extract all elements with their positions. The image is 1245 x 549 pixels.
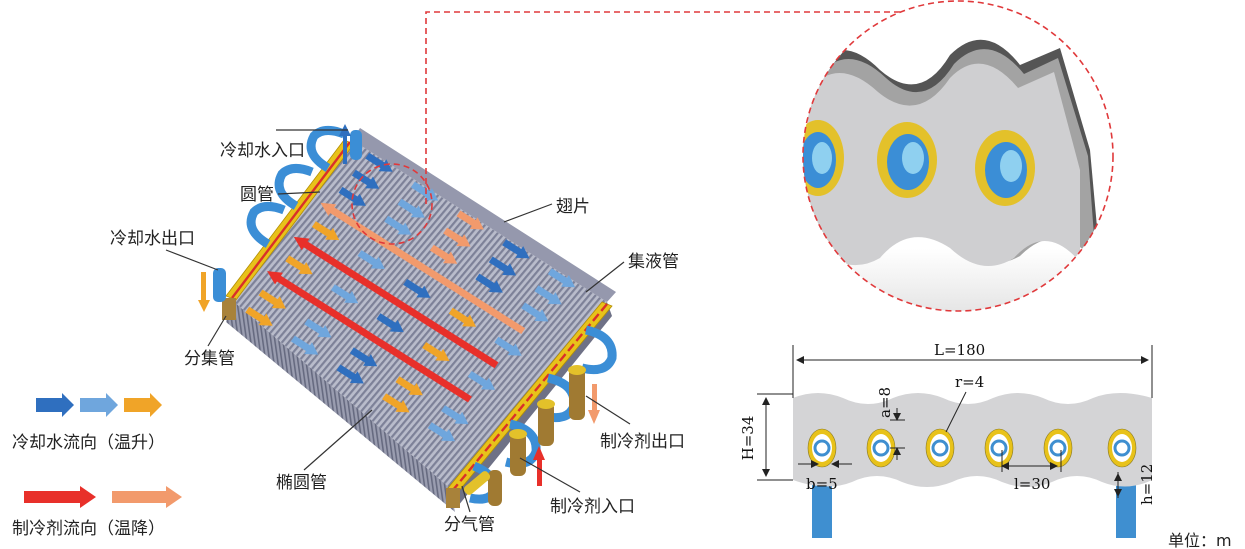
tube-section [813,439,831,457]
label-round-tube: 圆管 [240,185,274,205]
label-manifold: 分集管 [184,349,235,369]
flow-arrow [534,285,562,305]
flow-arrow [357,250,385,269]
callouts: 冷却水入口 圆管 翅片 冷却水出口 集液管 分集管 制冷剂出口 椭圆管 制冷剂入… [110,129,685,535]
wavy-fin-plate [793,393,1152,487]
dimension-drawing: L=180 H=34 r=4 a=8 b=5 l=30 h=12 单位：m [739,341,1232,549]
legend: 冷却水流向（温升） 制冷剂流向（温降） [12,393,182,539]
tube-hole-gap [989,434,1009,462]
dim-H: H=34 [739,416,757,461]
zoom-tube-right [975,130,1035,206]
fin-top-edge [352,128,616,302]
refrigerant-outlet-arrow [588,384,600,424]
flow-arrow [427,422,456,442]
cooling-water-outlet-pipe [198,268,226,312]
flow-arrow [494,336,522,356]
tube-section [1113,439,1131,457]
zoom-detail [802,0,1114,312]
label-liquid-header: 集液管 [628,252,679,272]
heat-exchanger-assembly [198,124,617,512]
flow-arrow [311,221,340,241]
flow-arrow [285,255,313,275]
refrigerant-inlet-arrow [533,446,545,486]
flow-arrow [376,313,404,333]
gas-distributor-pipe [463,471,491,495]
flow-arrow [521,302,549,322]
flow-arrow [320,202,526,334]
arrow-right-icon [36,393,74,417]
flow-arrow [351,169,380,189]
tube-holes-row [807,428,1137,468]
zoom-connector [425,11,942,204]
arrow-right-icon [24,486,96,508]
label-cooling-water-outlet: 冷却水出口 [110,229,195,249]
legend-water-label: 冷却水流向（温升） [12,433,165,453]
flow-arrow [336,364,364,384]
lower-pipe-right [1116,478,1136,538]
flow-arrow [384,215,412,235]
label-refrigerant-outlet: 制冷剂出口 [600,432,685,452]
label-cooling-water-inlet: 冷却水入口 [220,141,305,161]
flow-arrow [448,307,477,327]
label-fin: 翅片 [556,197,590,217]
flow-arrow [547,268,576,288]
flow-arrow [258,289,286,309]
flow-arrow [488,256,517,276]
flow-arrow [293,236,499,369]
flow-arrow [502,239,530,259]
flow-arrow [330,284,359,304]
zoom-source-circle [351,163,433,245]
flow-arrow [267,271,472,403]
arrow-right-icon [80,393,118,417]
tube-hole-gap [871,434,891,462]
flow-arrow [403,278,431,298]
flow-arrow [397,198,425,218]
left-return-bends [246,126,346,248]
tube-hole-gap [812,434,832,462]
tube-section [990,439,1008,457]
flow-arrow [245,306,273,326]
arrow-right-icon [112,486,182,508]
label-elliptical-tube: 椭圆管 [276,473,327,493]
flow-arrow [475,273,503,293]
flow-arrow [441,405,469,425]
label-gas-distributor: 分气管 [444,515,495,535]
flow-arrow [349,347,378,367]
dim-h: h=12 [1138,464,1156,505]
dim-a: a=8 [876,387,894,418]
label-refrigerant-inlet: 制冷剂入口 [550,497,635,517]
zoom-tube-left [803,120,844,196]
right-vertical-pipes [488,365,586,506]
support-post [222,298,236,320]
flow-arrow [365,152,393,172]
flow-arrow [304,318,332,338]
tube-section [931,439,949,457]
dim-l: l=30 [1014,475,1050,493]
tube-hole-gap [1048,434,1068,462]
support-post [446,488,460,508]
unit-label: 单位：m [1168,531,1232,549]
dim-L: L=180 [934,341,985,359]
zoom-tube-mid [877,122,937,198]
tube-hole-gap [930,434,950,462]
arrow-right-icon [124,393,162,417]
flow-arrow [443,227,471,247]
flow-arrow-lanes [245,152,576,442]
dim-b: b=5 [806,475,838,493]
lower-pipe-left [812,478,832,538]
flow-arrow [382,393,410,413]
tube-section [872,439,890,457]
flow-arrow [467,371,496,390]
dim-r: r=4 [955,373,984,391]
flow-arrow [290,335,319,355]
flow-arrow [395,376,423,396]
fin-side-face [226,300,455,512]
flow-arrow [422,342,450,361]
flow-arrow [456,210,484,230]
tube-hole-gap [1112,434,1132,462]
legend-refrigerant-label: 制冷剂流向（温降） [12,519,165,539]
tube-section [1049,439,1067,457]
flow-arrow [429,244,458,264]
